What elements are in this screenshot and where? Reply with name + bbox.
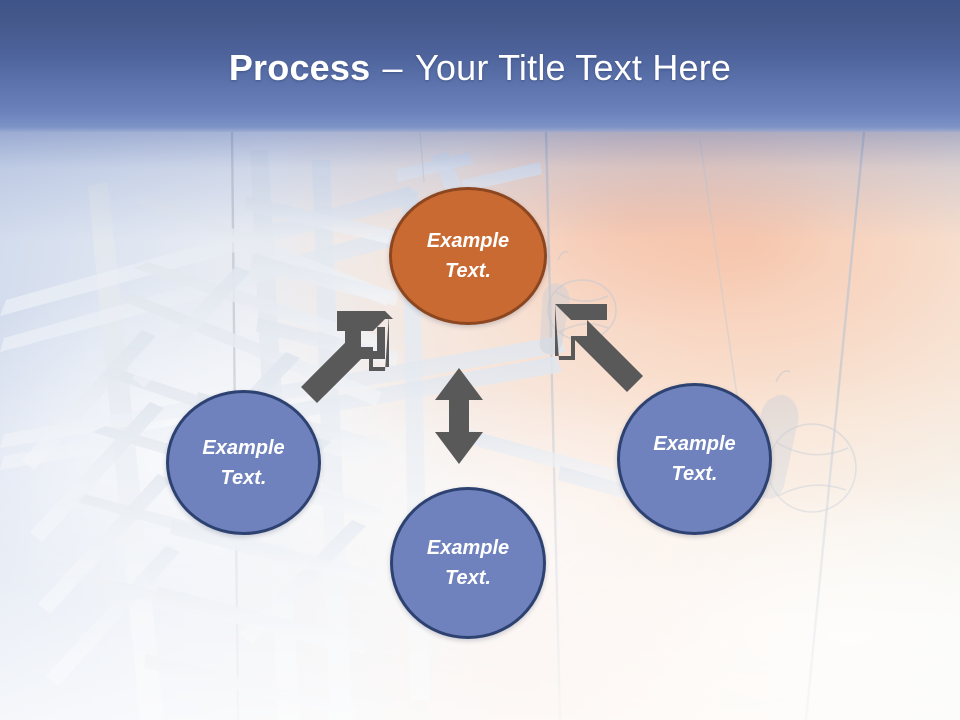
process-node-top-label: Example Text. bbox=[413, 226, 523, 286]
page-title-strong: Process bbox=[228, 47, 371, 88]
process-node-left-label: Example Text. bbox=[188, 433, 298, 493]
process-node-top-line1: Example bbox=[426, 230, 510, 252]
process-node-right-line1: Example bbox=[653, 433, 736, 455]
page-title-light: Your Title Text Here bbox=[414, 47, 732, 88]
process-node-left[interactable]: Example Text. bbox=[166, 390, 321, 535]
process-node-top[interactable]: Example Text. bbox=[389, 187, 547, 325]
page-title-dash: – bbox=[372, 47, 413, 88]
process-node-bottom-label: Example Text. bbox=[413, 533, 523, 593]
page-title: Process – Your Title Text Here bbox=[0, 46, 960, 90]
process-node-bottom-line2: Text. bbox=[445, 567, 491, 589]
process-node-right-label: Example Text. bbox=[639, 429, 749, 489]
process-node-bottom-line1: Example bbox=[426, 537, 510, 559]
process-node-left-line1: Example bbox=[202, 436, 285, 459]
process-node-top-line2: Text. bbox=[445, 260, 491, 282]
process-node-right-line2: Text. bbox=[671, 463, 718, 485]
process-node-bottom[interactable]: Example Text. bbox=[390, 487, 546, 639]
process-node-left-line2: Text. bbox=[220, 466, 267, 489]
title-banner: Process – Your Title Text Here bbox=[0, 0, 960, 132]
process-node-right[interactable]: Example Text. bbox=[617, 383, 772, 535]
